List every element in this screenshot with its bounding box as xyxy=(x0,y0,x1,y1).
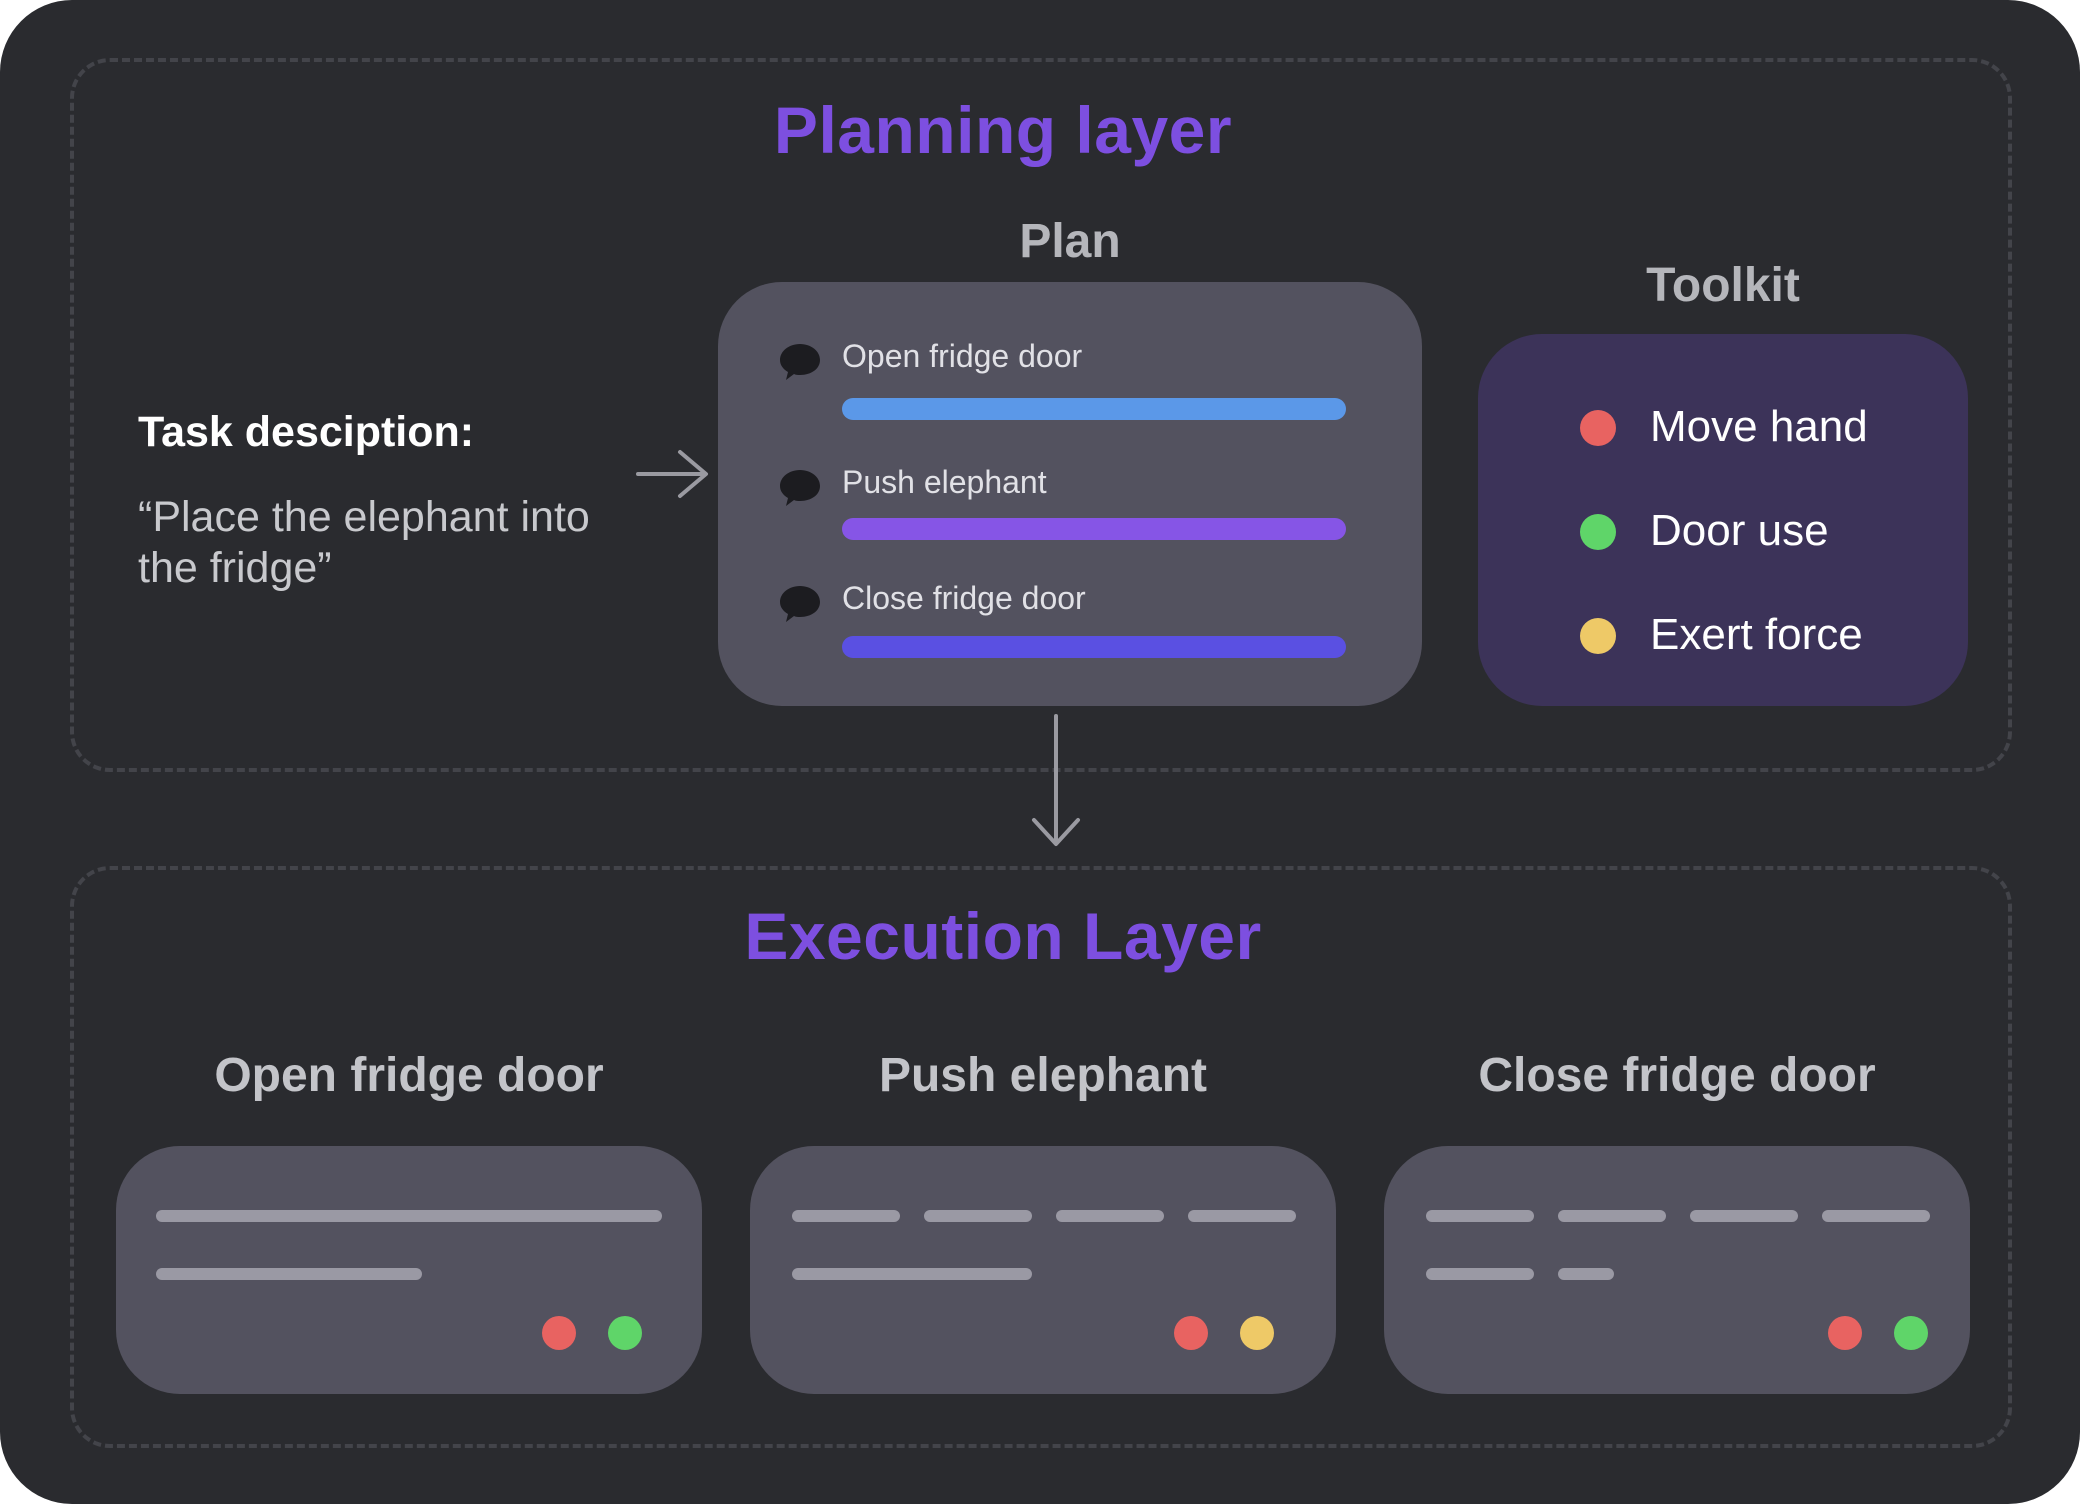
tool-item: Door use xyxy=(1478,502,1968,562)
placeholder-line xyxy=(792,1210,900,1222)
speech-bubble-icon xyxy=(780,586,820,622)
green-dot-icon xyxy=(1894,1316,1928,1350)
plan-step-bar xyxy=(842,636,1346,658)
placeholder-line xyxy=(1558,1210,1666,1222)
execution-layer-zone xyxy=(70,866,2012,1448)
speech-bubble-icon xyxy=(780,344,820,380)
toolkit-title: Toolkit xyxy=(1646,259,1800,312)
plan-step: Close fridge door xyxy=(718,580,1422,684)
placeholder-line xyxy=(1426,1268,1534,1280)
plan-step-bar xyxy=(842,398,1346,420)
green-dot-icon xyxy=(1580,514,1616,550)
down-arrow-icon xyxy=(1032,714,1080,846)
speech-bubble-icon xyxy=(780,470,820,506)
right-arrow-icon xyxy=(636,450,708,498)
execution-task-title: Push elephant xyxy=(878,1049,1208,1102)
toolkit-card: Move hand Door use Exert force xyxy=(1478,334,1968,706)
placeholder-line xyxy=(156,1210,662,1222)
placeholder-line xyxy=(1558,1268,1614,1280)
tool-item: Move hand xyxy=(1478,398,1968,458)
placeholder-line xyxy=(1426,1210,1534,1222)
execution-card xyxy=(750,1146,1336,1394)
planning-layer-title: Planning layer xyxy=(773,93,1233,167)
plan-card: Open fridge door Push elephant Close fri… xyxy=(718,282,1422,706)
tool-label: Move hand xyxy=(1650,402,1868,451)
placeholder-line xyxy=(1056,1210,1164,1222)
green-dot-icon xyxy=(608,1316,642,1350)
yellow-dot-icon xyxy=(1240,1316,1274,1350)
execution-card xyxy=(1384,1146,1970,1394)
task-description-text: “Place the elephant into the fridge” xyxy=(138,493,590,592)
plan-title: Plan xyxy=(1019,215,1121,268)
planning-layer-zone xyxy=(70,58,2012,772)
plan-step: Push elephant xyxy=(718,464,1422,568)
red-dot-icon xyxy=(1174,1316,1208,1350)
red-dot-icon xyxy=(1828,1316,1862,1350)
placeholder-line xyxy=(1188,1210,1296,1222)
plan-step-label: Push elephant xyxy=(842,464,1047,500)
plan-step-label: Close fridge door xyxy=(842,580,1086,616)
execution-task-title: Open fridge door xyxy=(214,1049,604,1102)
placeholder-line xyxy=(1822,1210,1930,1222)
placeholder-line xyxy=(792,1268,1032,1280)
plan-step-label: Open fridge door xyxy=(842,338,1083,374)
task-description-heading: Task desciption: xyxy=(138,408,475,456)
red-dot-icon xyxy=(1580,410,1616,446)
placeholder-line xyxy=(156,1268,422,1280)
execution-layer-title: Execution Layer xyxy=(744,899,1262,973)
tool-label: Door use xyxy=(1650,506,1829,555)
placeholder-line xyxy=(1690,1210,1798,1222)
tool-item: Exert force xyxy=(1478,606,1968,666)
plan-step-bar xyxy=(842,518,1346,540)
placeholder-line xyxy=(924,1210,1032,1222)
yellow-dot-icon xyxy=(1580,618,1616,654)
plan-step: Open fridge door xyxy=(718,338,1422,442)
red-dot-icon xyxy=(542,1316,576,1350)
tool-label: Exert force xyxy=(1650,610,1863,659)
execution-task-title: Close fridge door xyxy=(1478,1049,1876,1102)
execution-card xyxy=(116,1146,702,1394)
